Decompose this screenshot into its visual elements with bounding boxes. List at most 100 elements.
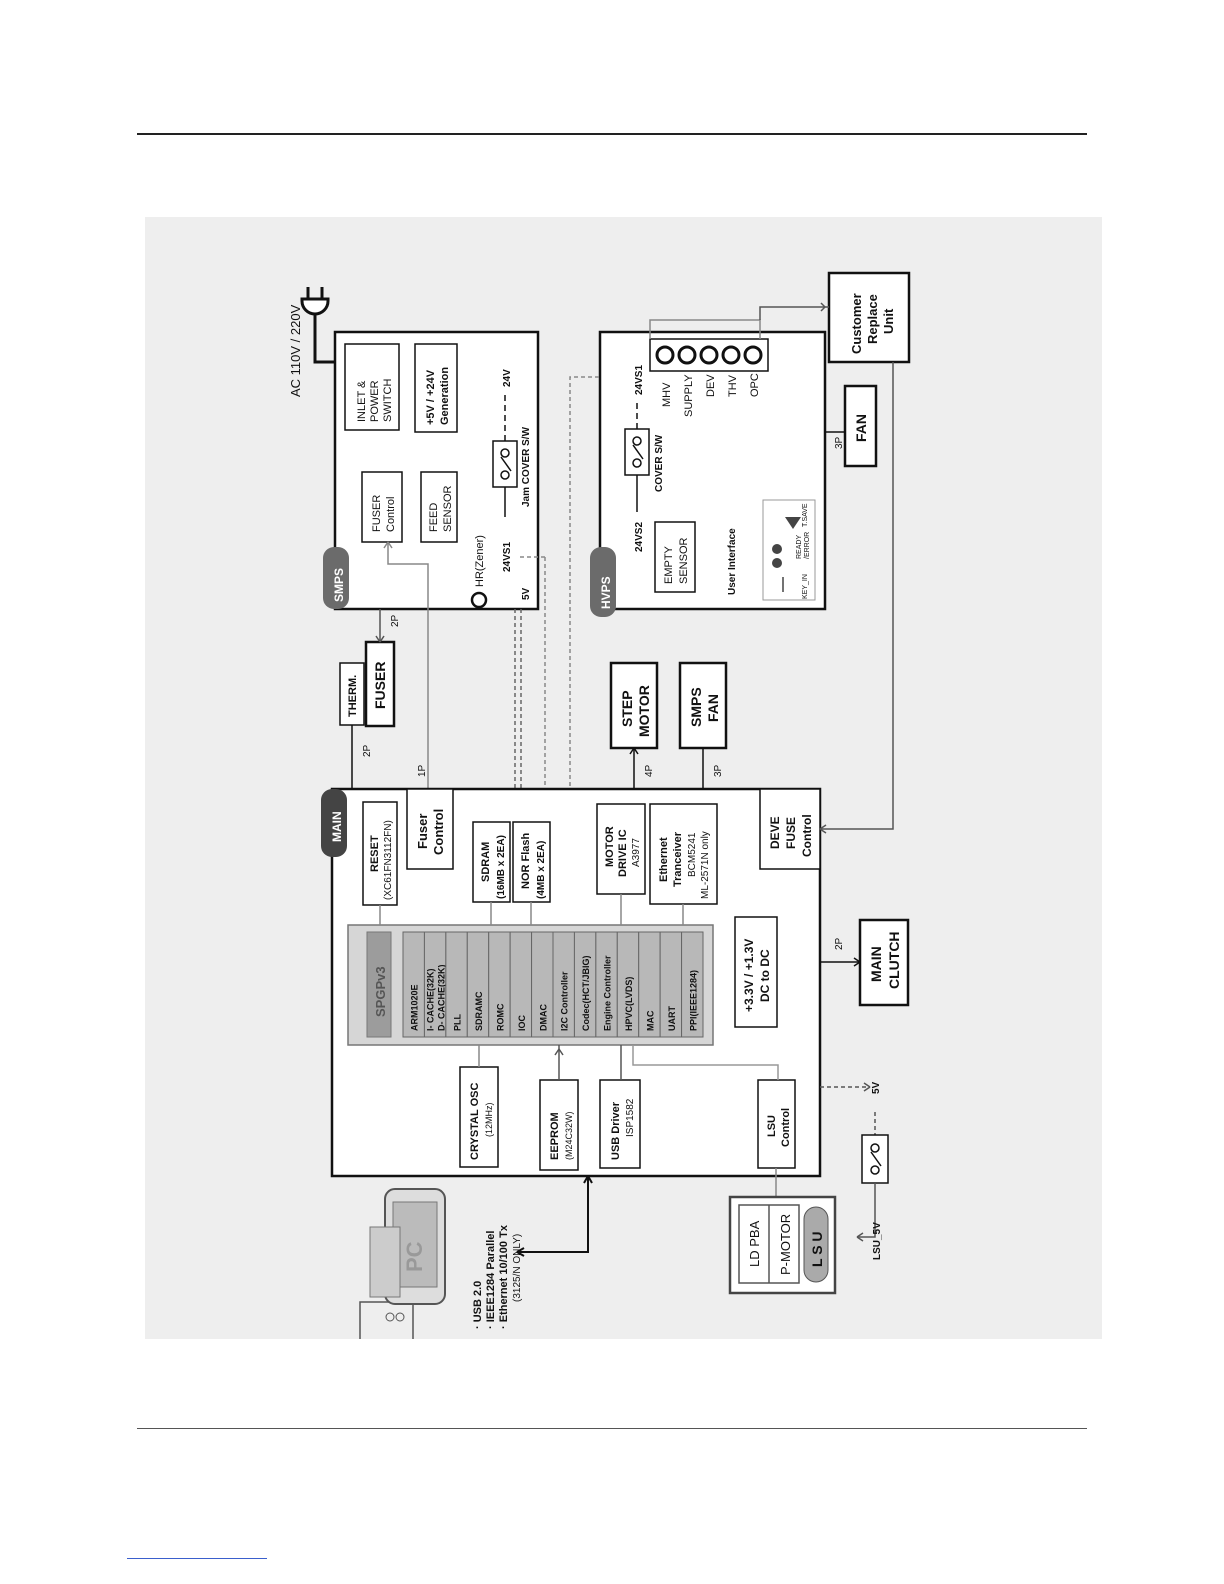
svg-text:DEVE: DEVE [768,816,782,849]
smps-24vs1-label: 24VS1 [502,542,513,572]
hr-zener-label: HR(Zener) [474,535,486,587]
fuser-2p-main-label: 2P [362,744,373,757]
smps-fan-pins-label: 3P [713,764,724,777]
lsu-5v-top-label: 5V [871,1081,882,1094]
hvps-output-thv: THV [727,374,739,397]
svg-text:L S U: L S U [809,1231,825,1267]
deve-fuse-control-box: DEVE FUSE Control [759,788,821,870]
svg-text:A3977: A3977 [631,838,642,867]
lsu-unit: LD PBA P-MOTOR L S U [728,1195,837,1295]
jam-cover-switch-icon [492,392,518,517]
svg-text:MAIN: MAIN [868,946,884,982]
spgp-blocks-group: ARM1020E I- CACHE(32K)D- CACHE(32K) PLL SDR… [402,931,704,1038]
eeprom-box: EEPROM (M24C32W) [539,1079,579,1171]
hvps-output-opc: OPC [749,373,761,397]
svg-text:Ethernet: Ethernet [658,837,670,882]
inlet-power-switch-box: INLET & POWER SWITCH [344,343,400,431]
svg-text:FAN: FAN [853,414,869,442]
svg-text:MAIN: MAIN [330,811,344,842]
svg-text:DRIVE IC: DRIVE IC [617,829,629,877]
spgp-block-label: SDRAMC [474,991,484,1031]
reset-box: RESET (XC61FN3112FN) [362,801,398,906]
svg-text:Replace: Replace [865,294,880,344]
svg-text:/ERROR: /ERROR [804,532,811,559]
pc-interface-ethernet: · Ethernet 10/100 Tx [498,1224,510,1329]
svg-text:READY: READY [796,535,803,559]
block-diagram: AC 110V / 220V SMPS INLET & POWER SWITCH… [145,217,1102,1356]
svg-text:EMPTY: EMPTY [663,545,675,584]
fuser-1p-label: 1P [417,764,428,777]
svg-text:Control: Control [800,814,814,857]
svg-text:DC to DC: DC to DC [758,949,772,1002]
spgp-block-label: Codec(HCT/JBIG) [581,955,591,1031]
spgp-block-label: MAC [645,1010,655,1031]
user-interface-label: User Interface [727,528,738,595]
dc-dc-box: +3.3V / +1.3V DC to DC [734,916,778,1028]
hvps-cover-sw-label: COVER S/W [654,434,665,492]
pc-interface-note: (3125/N ONLY) [512,1234,523,1302]
svg-text:SWITCH: SWITCH [382,379,394,422]
spgp-block-label: PLL [453,1013,463,1031]
svg-text:FUSER: FUSER [372,662,388,709]
smps-24v-label: 24V [502,369,513,387]
svg-text:MOTOR: MOTOR [604,826,616,867]
svg-text:Customer: Customer [849,293,864,354]
customer-replace-unit-box: Customer Replace Unit [827,271,911,364]
smps-fuser-control-box: FUSER Control [361,471,403,543]
hvps-output-mhv: MHV [661,382,673,407]
motor-drive-ic-box: MOTOR DRIVE IC A3977 [596,803,646,895]
svg-text:CRYSTAL OSC: CRYSTAL OSC [469,1083,481,1160]
svg-text:RESET: RESET [369,835,381,872]
svg-text:Control: Control [780,1108,792,1147]
usb-driver-box: USB Driver ISP1582 [599,1079,641,1169]
svg-text:Control: Control [431,809,446,855]
svg-text:Unit: Unit [881,308,896,334]
svg-text:SENSOR: SENSOR [678,537,690,584]
hr-zener-icon [470,591,488,609]
svg-text:STEP: STEP [619,690,635,727]
svg-text:Generation: Generation [439,367,451,425]
main-tag: MAIN [321,789,347,857]
svg-text:Tranceiver: Tranceiver [672,831,684,887]
svg-text:SENSOR: SENSOR [442,485,454,532]
hvps-output-supply: SUPPLY [683,374,695,417]
svg-text:+3.3V / +1.3V: +3.3V / +1.3V [742,939,756,1012]
svg-text:Fuser: Fuser [415,814,430,849]
step-motor-box: STEP MOTOR [609,661,659,750]
feed-sensor-box: FEED SENSOR [420,471,458,543]
svg-text:ISP1582: ISP1582 [625,1098,636,1137]
spgp-block-label: I- CACHE(32K) [426,968,436,1031]
svg-text:SDRAM: SDRAM [480,842,492,882]
main-clutch-pins-label: 2P [834,937,845,950]
svg-text:HVPS: HVPS [599,576,613,609]
sdram-box: SDRAM (16MB x 2EA) [472,821,511,903]
crystal-osc-box: CRYSTAL OSC (12MHz) [459,1066,499,1168]
fan-pins-label: 3P [834,436,845,449]
hvps-outputs-connector [649,319,769,372]
empty-sensor-box: EMPTY SENSOR [654,521,696,593]
svg-text:MOTOR: MOTOR [636,685,652,737]
svg-text:KEY_IN: KEY_IN [802,574,809,599]
spgp-block-label: ROMC [495,1003,505,1031]
user-interface-panel: KEY_IN READY /ERROR T.SAVE [762,499,816,601]
fuser-2p-smps-label: 2P [390,614,401,627]
hvps-cover-switch-icon [624,402,650,512]
spgp-block-label: D- CACHE(32K) [437,964,447,1031]
main-fuser-control-box: Fuser Control [406,788,454,870]
footer-rule [137,1428,1087,1429]
main-clutch-box: MAIN CLUTCH [858,918,910,1007]
svg-text:THERM.: THERM. [347,675,359,717]
svg-text:CLUTCH: CLUTCH [886,931,902,989]
svg-text:FUSER: FUSER [371,495,383,532]
pc-interface-parallel: · IEEE1284 Parallel [485,1231,497,1329]
ac-label: AC 110V / 220V [288,304,303,397]
svg-text:SMPS: SMPS [332,568,346,602]
hvps-tag: HVPS [590,547,616,617]
svg-text:LD PBA: LD PBA [747,1220,762,1267]
hvps-output-dev: DEV [705,374,717,397]
spgp-block-label: HPVC(LVDS) [624,977,634,1031]
spgp-block-label: ARM1020E [410,984,420,1031]
spgp-cell [681,931,704,1038]
svg-text:(4MB x 2EA): (4MB x 2EA) [536,841,547,899]
svg-text:SPGPv3: SPGPv3 [373,966,388,1017]
